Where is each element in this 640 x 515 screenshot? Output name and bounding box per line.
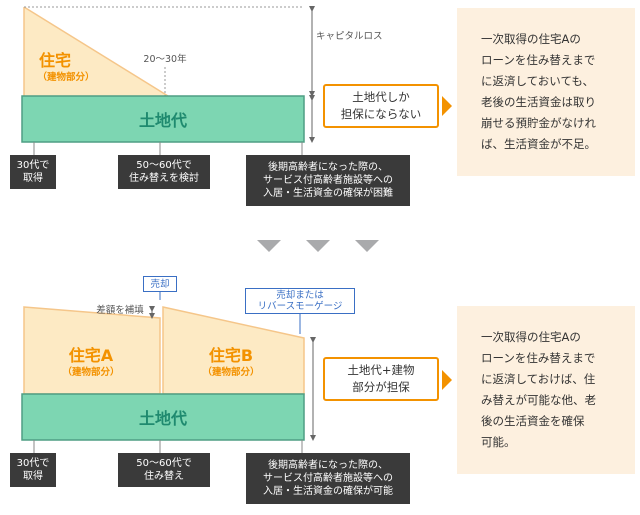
chevron-down-1: [257, 240, 281, 252]
top-tag-elderly: 後期高齢者になった際の、 サービス付高齢者施設等への 入居・生活資金の確保が困難: [246, 155, 410, 206]
difference-label: 差額を補填: [96, 305, 144, 316]
chevron-down-3: [355, 240, 379, 252]
bottom-arrow-to-note: [442, 370, 452, 390]
top-house-slope: [23, 6, 169, 97]
bottom-note: 一次取得の住宅Aの ローンを住み替えまで に返済しておけば、住 み替えが可能な他…: [457, 306, 635, 474]
top-tag-30s: 30代で 取得: [10, 155, 56, 189]
bottom-tag-elderly: 後期高齢者になった際の、 サービス付高齢者施設等への 入居・生活資金の確保が可能: [246, 453, 410, 504]
top-land-label: 土地代: [138, 111, 187, 130]
top-house-title: 住宅: [38, 51, 71, 70]
bottom-house-a-subtitle: （建物部分）: [62, 366, 120, 378]
capital-loss-label: キャピタルロス: [316, 30, 383, 42]
sale-or-reverse-label: 売却または リバースモーゲージ: [245, 288, 355, 314]
bottom-land-label: 土地代: [138, 409, 187, 428]
top-tag-50s: 50〜60代で 住み替えを検討: [118, 155, 210, 189]
top-arrow-to-note: [442, 96, 452, 116]
top-years-label: 20〜30年: [143, 53, 187, 65]
bottom-land-bar: [21, 393, 305, 441]
top-land-bar: [21, 95, 305, 143]
bottom-tag-50s: 50〜60代で 住み替え: [118, 453, 210, 487]
top-note: 一次取得の住宅Aの ローンを住み替えまで に返済しておいても、 老後の生活資金は…: [457, 8, 635, 176]
bottom-tag-30s: 30代で 取得: [10, 453, 56, 487]
bottom-house-b-subtitle: （建物部分）: [202, 366, 260, 378]
sale-label: 売却: [143, 276, 177, 292]
top-house-subtitle: （建物部分）: [37, 71, 95, 83]
chevron-down-2: [306, 240, 330, 252]
bottom-house-b-title: 住宅B: [208, 346, 254, 365]
top-collateral-box: 土地代しか 担保にならない: [323, 84, 439, 128]
bottom-house-a-title: 住宅A: [68, 346, 114, 365]
bottom-collateral-box: 土地代+建物 部分が担保: [323, 357, 439, 401]
